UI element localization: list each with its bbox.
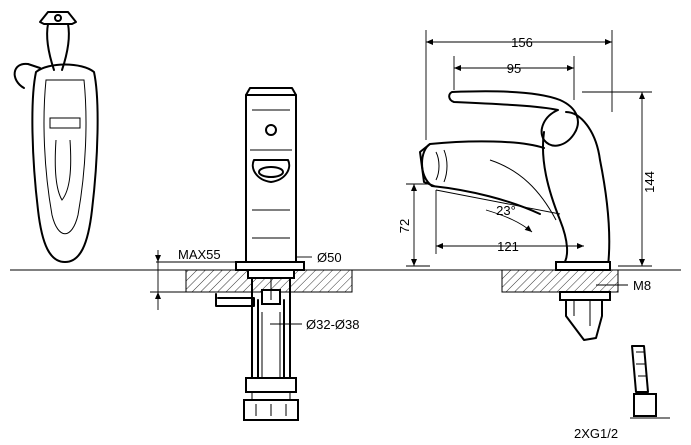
front-view xyxy=(150,87,353,421)
dim-hose-connection: 2XG1/2 xyxy=(574,426,618,441)
dim-hole-diameter: Ø32-Ø38 xyxy=(306,317,359,332)
top-view xyxy=(13,11,99,263)
dim-height: 144 xyxy=(642,171,657,193)
dim-spout-angle: 23° xyxy=(496,203,516,218)
dim-spout-reach: 95 xyxy=(507,61,521,76)
dim-spout-height: 72 xyxy=(397,219,412,233)
dim-max-deck-thickness: MAX55 xyxy=(178,247,221,262)
dim-base-diameter: Ø50 xyxy=(317,250,342,265)
side-view xyxy=(406,30,670,419)
dim-mount-thread: M8 xyxy=(633,278,651,293)
dim-base-to-spout: 121 xyxy=(497,239,519,254)
dim-overall-length: 156 xyxy=(511,35,533,50)
